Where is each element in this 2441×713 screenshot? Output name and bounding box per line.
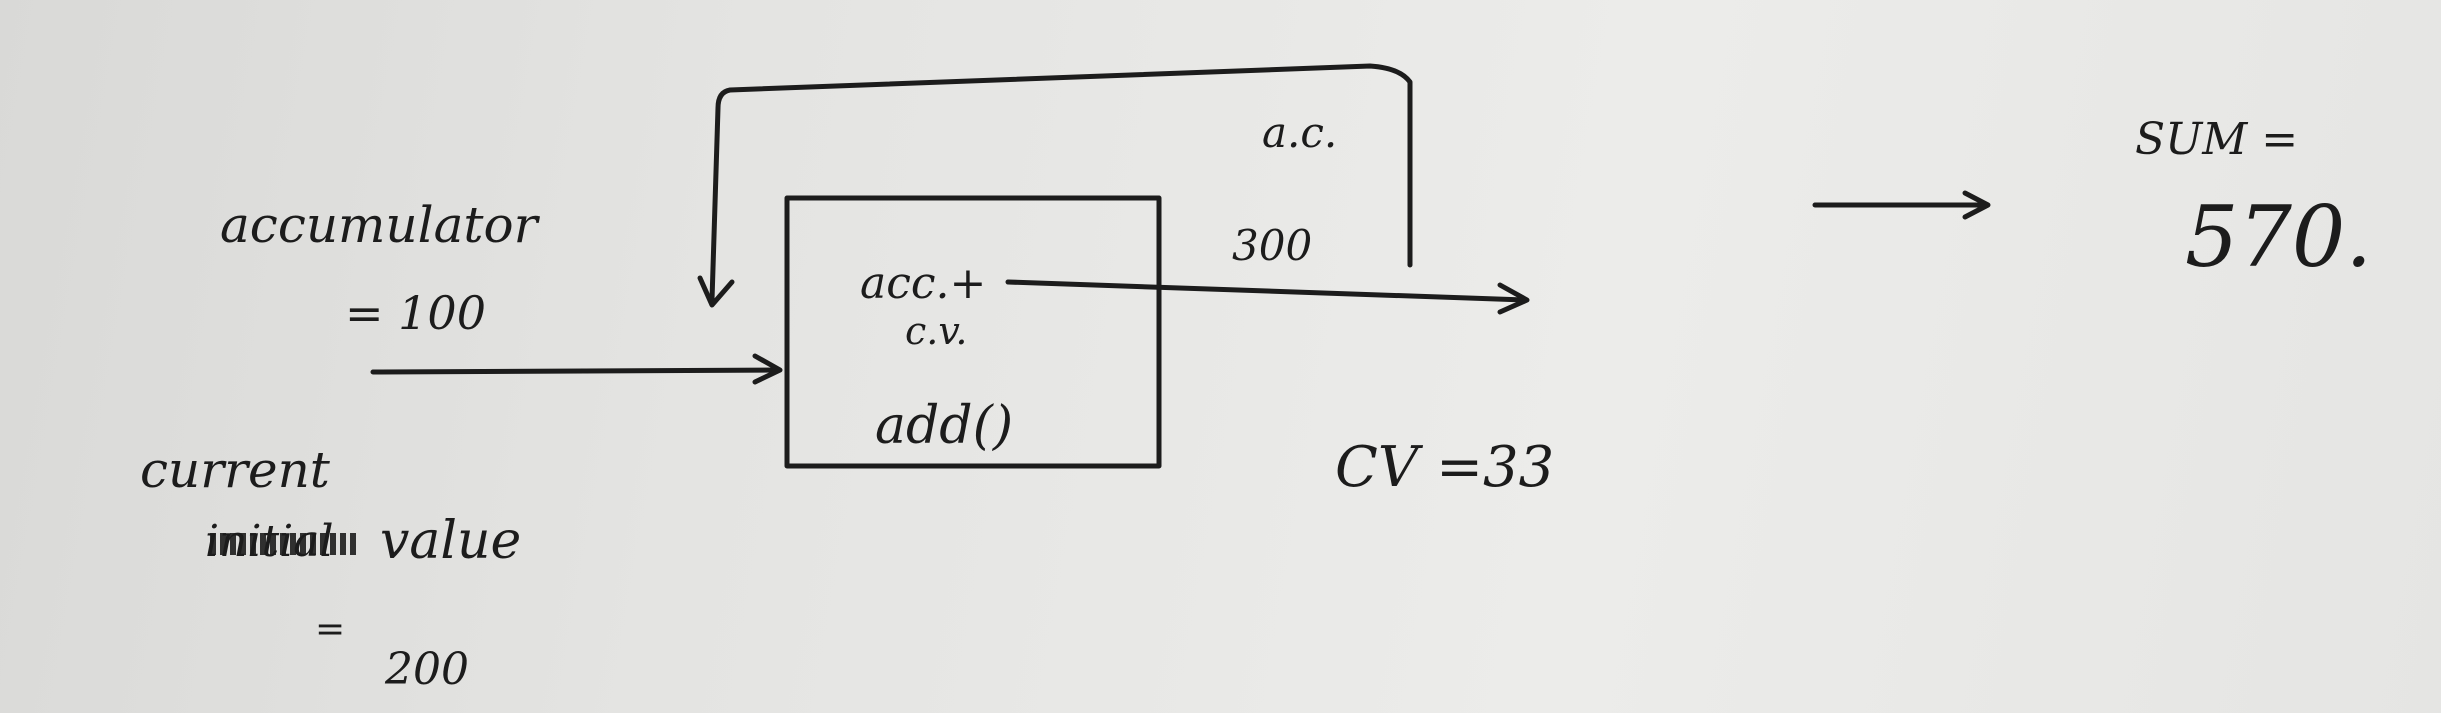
- sum-value: 570.: [2185, 188, 2373, 286]
- current-value-label-line2: value: [380, 511, 522, 571]
- accumulator-arrow: [370, 367, 781, 375]
- output-arrow: [1005, 279, 1528, 303]
- sum-label: SUM =: [2135, 114, 2299, 165]
- output-arrowhead: [1497, 282, 1530, 315]
- loop-label: a.c.: [1262, 108, 1338, 157]
- current-value-label-line1: current: [140, 441, 330, 499]
- feedback-arrowhead: [697, 275, 735, 308]
- add-function-box: [784, 195, 1162, 469]
- box-text-add: add(): [875, 396, 1014, 456]
- box-text-acc: acc.+: [860, 258, 987, 309]
- accumulator-value: = 100: [345, 286, 486, 340]
- accumulator-label: accumulator: [220, 196, 538, 254]
- feedback-loop-line: [709, 63, 1413, 303]
- sum-arrowhead: [1962, 190, 1991, 220]
- current-value-number: 200: [385, 644, 469, 695]
- accumulator-arrowhead: [752, 353, 783, 385]
- current-value-equals: =: [315, 609, 346, 650]
- output-value: 300: [1232, 221, 1313, 270]
- strikethrough-scribble: [210, 533, 360, 555]
- cv-label: CV =33: [1335, 435, 1555, 500]
- box-text-cv: c.v.: [905, 309, 968, 353]
